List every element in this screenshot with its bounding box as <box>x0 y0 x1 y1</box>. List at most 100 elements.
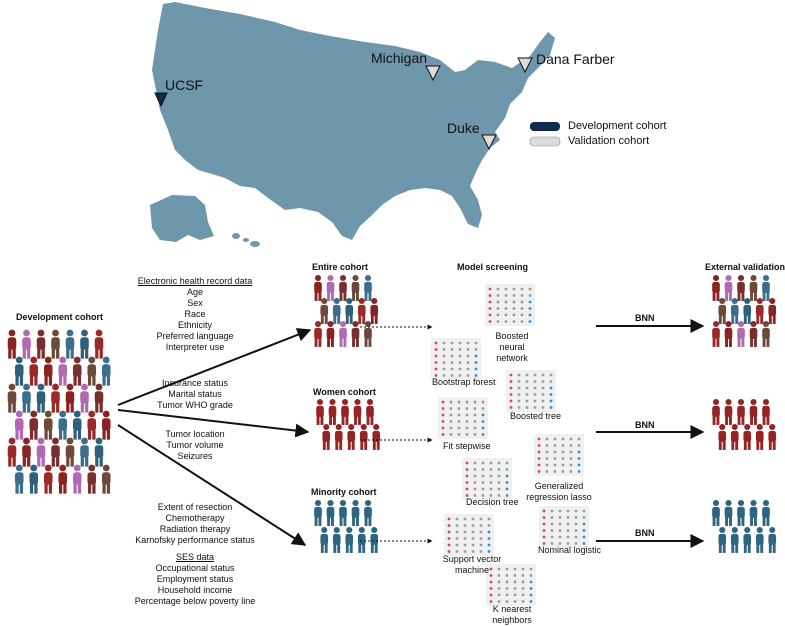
network-icon <box>486 564 536 606</box>
model-label-k-nearest-neighbors: K nearest neighbors <box>492 604 532 625</box>
bnn-label-minority: BNN <box>635 528 655 538</box>
person-figure <box>29 356 39 386</box>
person-figure <box>80 437 89 467</box>
person-figure <box>7 437 17 467</box>
feature-item: Interpreter use <box>165 342 225 352</box>
person-figure <box>314 499 322 526</box>
person-figure <box>332 526 341 553</box>
feature-item: Karnofsky performance status <box>135 535 255 545</box>
michigan-marker <box>425 65 441 82</box>
feature-item: Percentage below poverty line <box>134 596 256 606</box>
ucsf-marker <box>154 92 168 108</box>
model-label-nominal-logistic: Nominal logistic <box>538 545 602 555</box>
person-figure <box>101 356 111 386</box>
person-figure <box>314 274 322 301</box>
person-figure <box>314 320 322 347</box>
arrow-to-women <box>117 409 310 438</box>
feature-item: Employment status <box>156 574 234 584</box>
network-icon <box>438 397 488 439</box>
person-figure <box>14 464 24 494</box>
person-figure <box>58 410 68 440</box>
person-figure <box>749 398 758 425</box>
person-figure <box>87 410 97 440</box>
person-figure <box>768 526 777 553</box>
person-figure <box>29 410 39 440</box>
person-figure <box>326 274 335 301</box>
person-figure <box>51 329 60 359</box>
person-figure <box>743 423 752 450</box>
person-figure <box>718 526 727 553</box>
person-figure <box>94 329 104 359</box>
person-figure <box>712 320 720 347</box>
person-figure <box>366 398 374 425</box>
feature-item: Marital status <box>168 389 222 399</box>
feature-group-2: Insurance status Marital status Tumor WH… <box>115 378 275 411</box>
person-figure <box>326 499 335 526</box>
person-figure <box>370 526 379 553</box>
feature-item: Insurance status <box>161 378 229 388</box>
person-figure <box>743 297 752 324</box>
person-figure <box>724 499 733 526</box>
person-figure <box>72 410 82 440</box>
network-icon <box>444 514 494 556</box>
person-figure <box>359 423 368 450</box>
validation-women-crowd <box>712 398 777 450</box>
person-figure <box>749 320 758 347</box>
person-figure <box>328 398 337 425</box>
model-network-icons <box>431 284 589 606</box>
feature-item: Race <box>184 309 206 319</box>
person-figure <box>14 356 24 386</box>
network-icon <box>462 458 512 500</box>
person-figure <box>72 356 82 386</box>
person-figure <box>749 274 758 301</box>
person-figure <box>22 383 31 413</box>
person-figure <box>737 499 745 526</box>
person-figure <box>58 356 68 386</box>
person-figure <box>762 320 770 347</box>
validation-entire-crowd <box>712 274 777 347</box>
person-figure <box>320 526 329 553</box>
duke-label: Duke <box>447 120 480 136</box>
person-figure <box>755 297 764 324</box>
legend-development-swatch <box>530 122 560 131</box>
person-figure <box>718 423 727 450</box>
person-figure <box>357 526 366 553</box>
person-figure <box>351 274 360 301</box>
feature-item: Ethnicity <box>177 320 212 330</box>
person-figure <box>737 274 745 301</box>
person-figure <box>339 274 347 301</box>
person-figure <box>43 464 53 494</box>
person-figure <box>768 297 777 324</box>
person-figure <box>762 398 770 425</box>
person-figure <box>762 499 770 526</box>
person-figure <box>58 464 68 494</box>
model-label-bootstrap-forest: Bootstrap forest <box>432 377 496 387</box>
person-figure <box>712 499 720 526</box>
person-figure <box>94 437 104 467</box>
person-figure <box>7 329 17 359</box>
arrow-to-entire <box>117 328 312 406</box>
person-figure <box>712 398 720 425</box>
person-figure <box>345 526 354 553</box>
person-figure <box>14 410 24 440</box>
model-label-boosted-neural-network: Boosted neural network <box>495 331 529 363</box>
person-figure <box>322 423 331 450</box>
legend-development-label: Development cohort <box>568 120 667 132</box>
person-figure <box>101 410 111 440</box>
us-map-alaska <box>150 195 214 242</box>
women-cohort-title: Women cohort <box>313 387 376 397</box>
person-figure <box>743 526 752 553</box>
person-figure <box>87 464 97 494</box>
person-figure <box>724 320 733 347</box>
person-figure <box>22 329 31 359</box>
person-figure <box>737 320 745 347</box>
us-map-hawaii-3 <box>250 241 260 247</box>
person-figure <box>730 297 739 324</box>
validation-minority-crowd <box>712 499 777 553</box>
legend-validation-swatch <box>529 136 561 147</box>
person-figure <box>339 499 347 526</box>
network-icon <box>431 338 481 380</box>
women-cohort-crowd <box>316 398 381 450</box>
model-label-boosted-tree: Boosted tree <box>510 411 562 421</box>
